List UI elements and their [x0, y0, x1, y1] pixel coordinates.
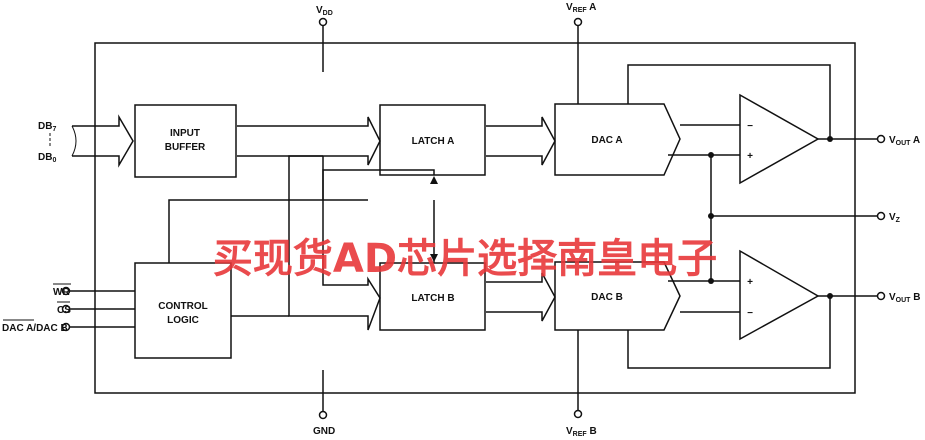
dac-sel-label: DAC A/DAC B — [2, 323, 68, 334]
latch-b-arrow-head — [430, 254, 438, 262]
bus-buffer-to-latch-a — [237, 116, 381, 331]
vz-pin — [876, 211, 886, 221]
db-bus-wave — [71, 125, 77, 157]
opamp-b-minus: − — [747, 308, 753, 319]
feedback-a — [627, 64, 831, 139]
latch-a-arrow-head — [430, 176, 438, 184]
latch-a-label: LATCH A — [412, 136, 455, 147]
vout-a-label: VOUT A — [889, 135, 920, 147]
junction-dot — [827, 136, 833, 142]
input-buffer-label-2: BUFFER — [165, 142, 206, 153]
dac-sel-pin — [61, 322, 71, 332]
dac-a-block — [554, 103, 681, 176]
opamp-a — [739, 93, 820, 185]
cs-pin — [61, 304, 71, 314]
vdd-pin — [318, 17, 328, 27]
junction-dot — [708, 213, 714, 219]
vref-a-pin — [573, 17, 583, 27]
vz-label: VZ — [889, 212, 901, 224]
control-logic-label-2: LOGIC — [167, 315, 199, 326]
wr-pin — [61, 286, 71, 296]
bus-latch-b-to-dac-b — [486, 272, 556, 322]
data-bus-input — [72, 114, 134, 168]
junction-dot — [708, 278, 714, 284]
vref-b-pin — [573, 409, 583, 419]
dac-b-block — [554, 261, 681, 331]
watermark-text: 买现货AD芯片选择南皇电子 — [213, 236, 717, 282]
control-logic-label-1: CONTROL — [158, 301, 207, 312]
gnd-pin — [318, 410, 328, 420]
opamp-a-minus: − — [747, 121, 753, 132]
vout-b-label: VOUT B — [889, 292, 920, 304]
junction-dot — [827, 293, 833, 299]
vdd-label: VDD — [316, 5, 333, 17]
opamp-b — [739, 249, 820, 341]
opamp-b-plus: + — [747, 277, 753, 288]
feedback-b — [627, 296, 831, 369]
wr-label: WR — [53, 287, 70, 298]
db0-label: DB0 — [38, 152, 56, 164]
vref-b-label: VREF B — [566, 426, 597, 438]
dac-b-label: DAC B — [591, 292, 623, 303]
input-buffer-block — [134, 104, 237, 178]
ctrl-to-latch-a — [168, 199, 368, 263]
opamp-a-plus: + — [747, 151, 753, 162]
vout-a-pin — [876, 134, 886, 144]
cs-label: CS — [57, 305, 71, 316]
dac-a-label: DAC A — [591, 135, 622, 146]
latch-a-enable-line — [322, 169, 435, 200]
latch-b-block — [379, 262, 486, 331]
gnd-label: GND — [313, 426, 335, 437]
package-outline — [94, 42, 856, 394]
latch-b-label: LATCH B — [411, 293, 454, 304]
input-buffer-label-1: INPUT — [170, 128, 200, 139]
vout-b-pin — [876, 291, 886, 301]
vref-a-label: VREF A — [566, 2, 596, 14]
control-logic-block — [134, 262, 232, 359]
db7-label: DB7 — [38, 121, 56, 133]
bus-latch-a-to-dac-a — [486, 116, 556, 166]
junction-dot — [708, 152, 714, 158]
